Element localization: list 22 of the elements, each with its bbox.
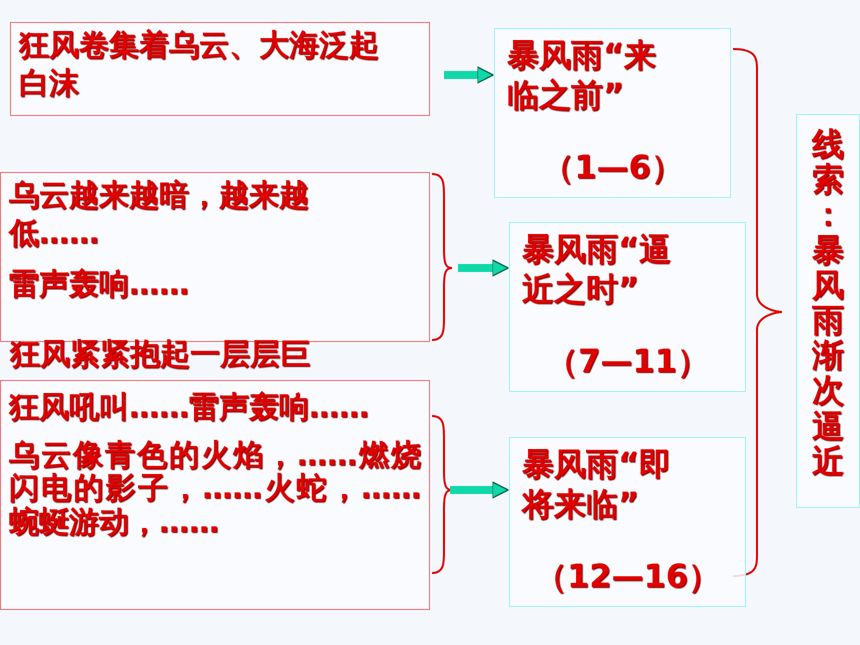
- stage-heading: 暴风雨“来临之前”: [507, 35, 658, 115]
- overlapping-text: 狂风紧紧抱起一层层巨: [10, 336, 310, 374]
- block-arrow: [450, 481, 510, 499]
- text-box: [10, 22, 430, 116]
- text-excerpt: 雷声轰响……: [8, 266, 190, 304]
- text-excerpt: 乌云越来越暗，越来越低……: [7, 177, 310, 252]
- vertical-text-box: [796, 114, 860, 508]
- text-box: [509, 222, 746, 392]
- stage-heading: 暴风雨“逼近之时”: [522, 229, 672, 309]
- block-arrow: [458, 259, 510, 277]
- text-box: [0, 380, 430, 610]
- block-arrow: [444, 66, 494, 84]
- text-box: [494, 28, 731, 198]
- text-excerpt: 狂风卷集着乌云、大海泛起白沫: [18, 27, 380, 102]
- paragraph-range: （7—11）: [545, 341, 710, 381]
- paragraph-range: （12—16）: [534, 556, 722, 596]
- stage-heading: 暴风雨“即将来临”: [522, 444, 672, 524]
- paragraph-range: （1—6）: [541, 147, 684, 187]
- text-excerpt: 乌云像青色的火焰，……燃烧闪电的影子，……火蛇，……蜿蜒游动，……: [8, 438, 422, 540]
- text-box: [509, 437, 746, 607]
- vertical-heading: 线索：暴风雨渐次逼近: [812, 127, 844, 479]
- text-excerpt: 狂风吼叫……雷声轰响……: [8, 389, 370, 426]
